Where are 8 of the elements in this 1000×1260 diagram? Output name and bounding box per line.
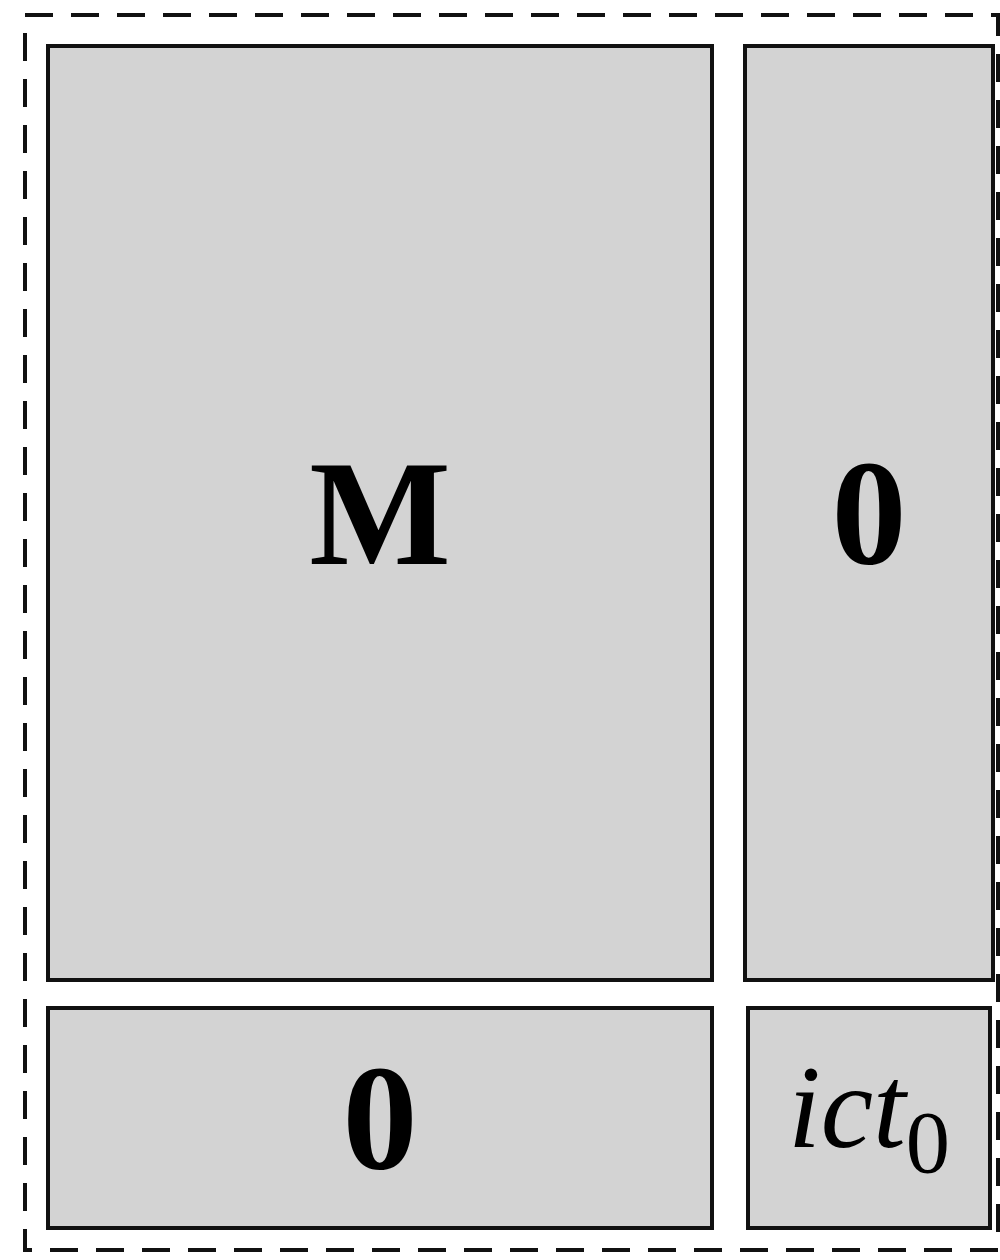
matrix-symbol: 0 [342, 1043, 418, 1193]
matrix-block [746, 1006, 992, 1230]
matrix-symbol: 0 [831, 438, 907, 588]
matrix-block [46, 44, 714, 982]
matrix-symbol: M [309, 438, 451, 588]
matrix-block [46, 1006, 714, 1230]
matrix-symbol: ict$_{0}$ [787, 1049, 951, 1187]
matrix-block [743, 44, 995, 982]
